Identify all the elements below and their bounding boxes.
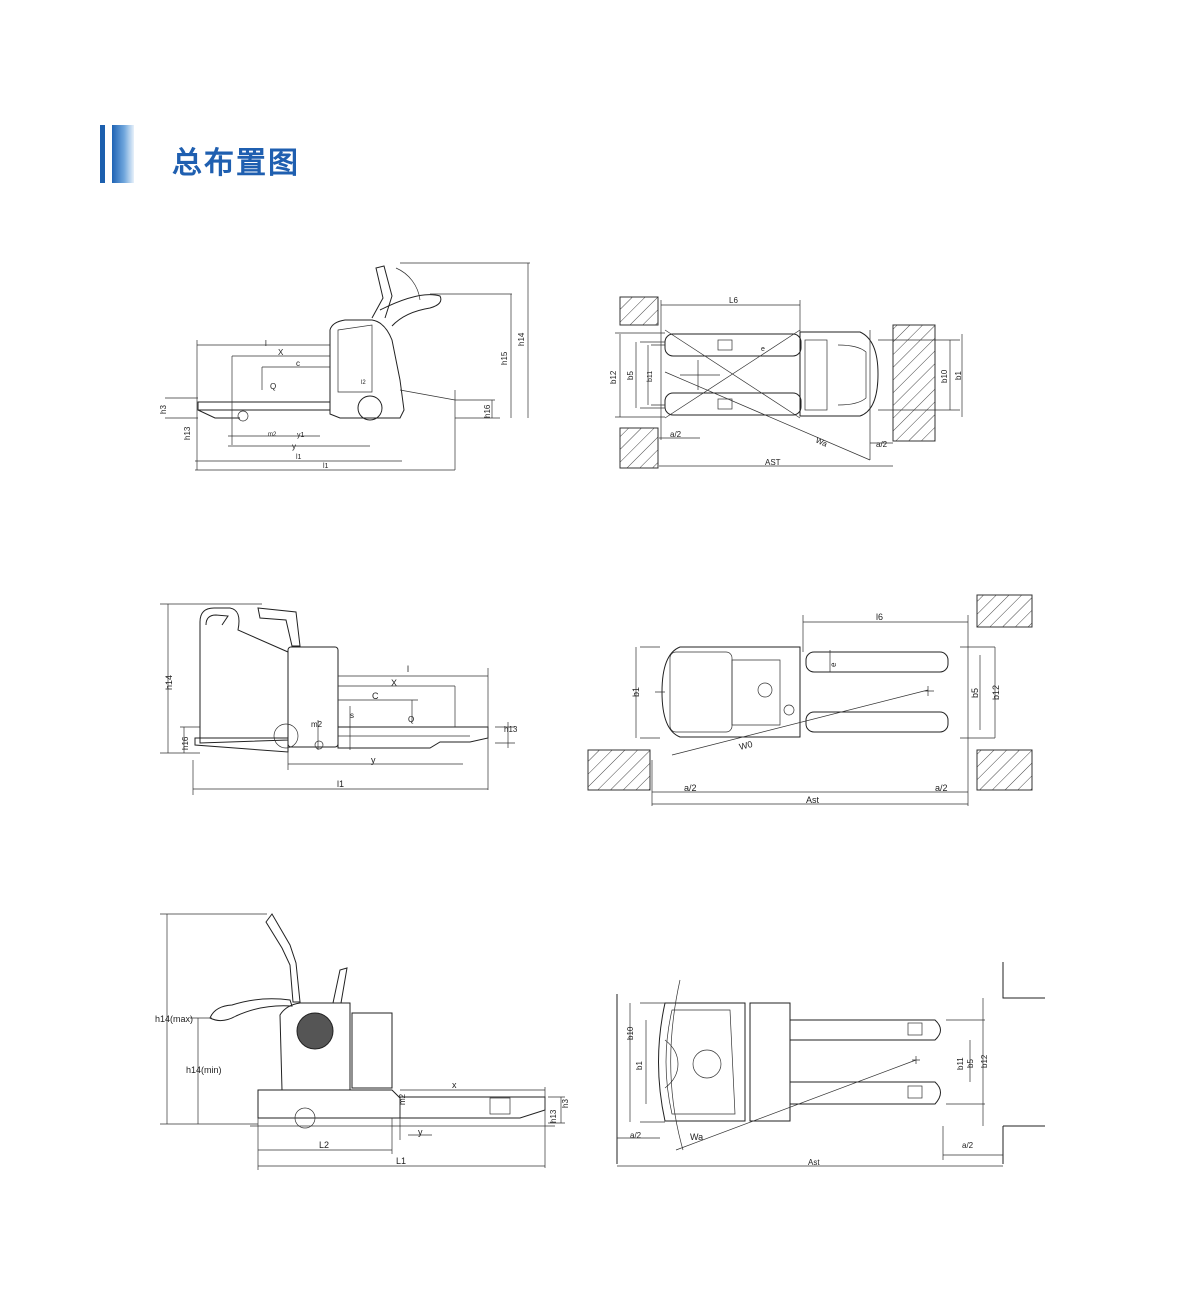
accent-bar-solid [100,125,105,183]
d2-label-s: s [350,711,354,720]
d3t-label-b12: b12 [980,1054,989,1068]
d1-label-h13: h13 [183,426,192,440]
d1t-label-b11: b11 [647,371,654,382]
d2-label-l1: l1 [337,779,344,789]
d1-label-y1: y1 [297,432,305,439]
d1-label-l1a: l1 [296,454,302,461]
d1-label-q: Q [270,382,276,391]
d2-label-q: Q [408,715,414,724]
d1-label-x: X [278,348,284,357]
d1t-label-b12: b12 [609,370,618,384]
d3-label-l1: L1 [396,1156,406,1166]
d1t-label-a2-right: a/2 [876,440,888,449]
d3t-label-b11: b11 [956,1057,965,1070]
d1-label-h15: h15 [500,351,509,365]
d1t-label-l6: L6 [729,296,738,305]
d3-label-l2: L2 [319,1140,329,1150]
d1t-label-b10: b10 [940,369,949,383]
d2-label-h14: h14 [164,675,174,690]
d3t-label-a2-left: a/2 [630,1131,642,1140]
d3-label-y: y [418,1127,423,1137]
d1t-label-e: e [761,346,765,353]
d1-label-m2: m2 [268,432,277,438]
d2t-label-b1: b1 [631,687,641,697]
d2t-label-a2-right: a/2 [935,783,948,793]
d1-label-l1b: l1 [323,463,329,470]
d3t-label-b5: b5 [966,1059,975,1068]
d3t-label-b1: b1 [635,1061,644,1070]
d2-label-y: y [371,755,376,765]
d3-label-h3: h3 [561,1099,570,1108]
d3-label-x: x [452,1080,457,1090]
page-title: 总布置图 [172,146,300,181]
d1-label-l: l [265,339,267,348]
diagram-3-side-view: h14(max) h14(min) x m2 h13 h3 y L2 L1 [155,913,570,1170]
d2t-label-e: e [829,662,838,667]
d1-label-h14: h14 [517,332,526,346]
d2-label-h13: h13 [504,725,518,734]
diagram-3-top-view: b10 b1 b11 b5 b12 a/2 Wa a/2 Ast [616,962,1045,1167]
d2-label-m2: m2 [311,720,323,729]
d2t-label-b12: b12 [991,685,1001,700]
diagram-1-top-view: L6 b12 b5 b11 e b10 b1 a/2 Wa a/2 AST [609,296,963,469]
d2t-label-b5: b5 [970,688,980,698]
d3t-label-ast: Ast [808,1158,820,1167]
accent-bar-gradient [112,125,134,183]
d1-label-h3: h3 [159,405,168,414]
d3-label-h14min: h14(min) [186,1065,222,1075]
d3t-label-wa: Wa [690,1132,703,1142]
d3-label-m2: m2 [398,1093,407,1105]
d1t-label-b5: b5 [626,371,635,380]
d1-label-h16: h16 [483,404,492,418]
diagram-2-side-view: h14 l X C s Q m2 h16 y h13 l1 [160,603,518,795]
diagram-2-top-view: l6 e b1 b5 b12 W0 a/2 a/2 Ast [587,594,1033,806]
d2t-label-l6: l6 [876,612,883,622]
d3t-label-b10: b10 [626,1026,635,1040]
d1t-label-wa: Wa [814,436,829,449]
d2t-label-a2-left: a/2 [684,783,697,793]
d3-label-h13: h13 [549,1109,558,1123]
d2t-label-ast: Ast [806,795,820,805]
d2-label-x: X [391,678,397,688]
d1t-label-b1: b1 [954,371,963,380]
d1-label-l2: l2 [361,380,366,386]
d3-label-h14max: h14(max) [155,1014,193,1024]
d1t-label-a2-left: a/2 [670,430,682,439]
d3t-label-a2-right: a/2 [962,1141,974,1150]
diagram-1-side-view: l X c Q l2 h3 h13 m2 y1 y l1 l1 h15 h14 … [159,262,530,471]
d1-label-y: y [292,442,296,451]
d1t-label-ast: AST [765,458,781,467]
d2-label-l: l [407,664,409,674]
d2-label-h16: h16 [181,736,190,750]
d2t-label-w0: W0 [738,739,754,752]
d2-label-c: C [372,691,379,701]
d1-label-c: c [296,359,300,368]
